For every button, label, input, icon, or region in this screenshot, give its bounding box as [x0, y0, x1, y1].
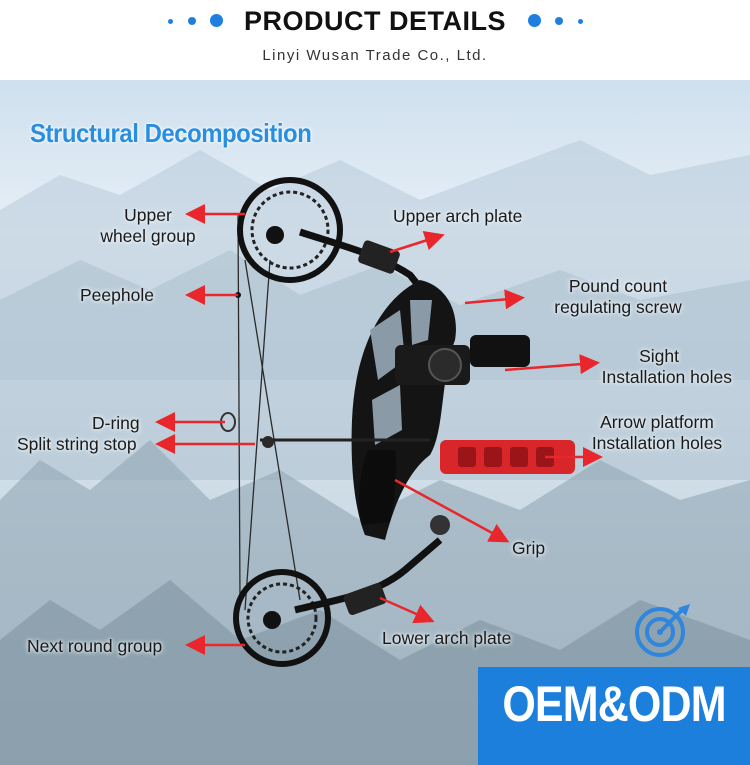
label-peephole: Peephole — [80, 285, 154, 305]
header-dot — [210, 14, 223, 27]
company-name: Linyi Wusan Trade Co., Ltd. — [262, 47, 488, 64]
page-title: PRODUCT DETAILS — [244, 6, 506, 36]
header-dot — [528, 14, 541, 27]
header-dot — [555, 17, 563, 25]
header-dot — [578, 19, 583, 24]
label-next-round-group: Next round group — [27, 636, 163, 656]
label-lower-arch-plate: Lower arch plate — [382, 628, 512, 648]
label-arrow-platform: Arrow platform Installation holes — [591, 412, 723, 453]
header-dot — [188, 17, 196, 25]
label-d-ring: D-ring — [92, 413, 140, 433]
label-upper-wheel-group: Upper wheel group — [100, 205, 196, 246]
label-grip: Grip — [512, 538, 546, 558]
label-split-string-stop: Split string stop — [17, 434, 137, 454]
label-upper-arch-plate: Upper arch plate — [393, 206, 523, 226]
section-title: Structural Decomposition — [30, 118, 312, 148]
header: PRODUCT DETAILS Linyi Wusan Trade Co., L… — [0, 0, 750, 80]
oem-badge — [478, 667, 750, 765]
label-sight-holes: Sight Installation holes — [601, 346, 732, 387]
header-dot — [168, 19, 173, 24]
label-pound-screw: Pound count regulating screw — [554, 276, 682, 317]
target-icon — [635, 604, 690, 657]
oem-badge-text: OEM&ODM — [502, 676, 726, 732]
